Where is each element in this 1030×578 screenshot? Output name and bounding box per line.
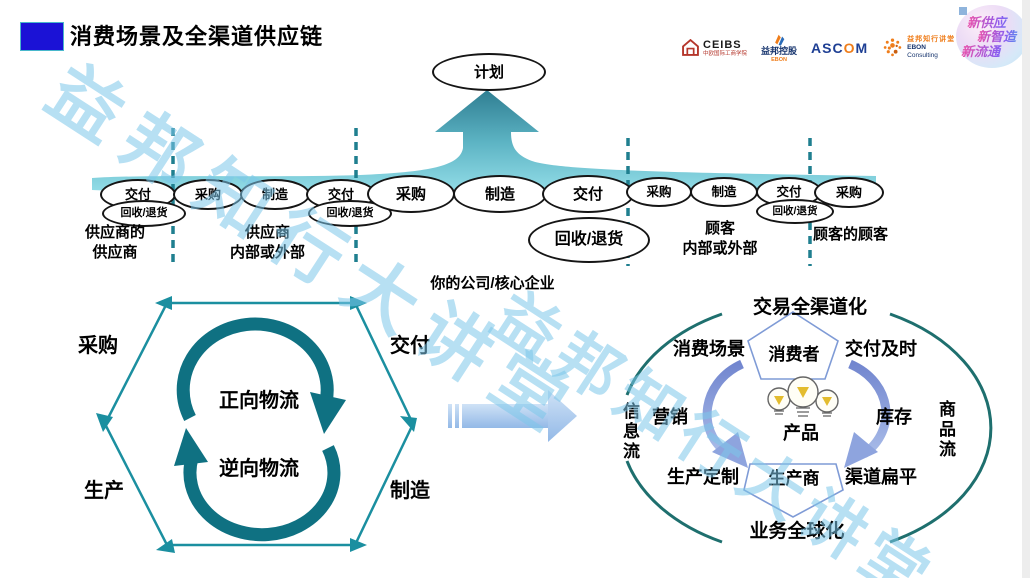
- eco-label-global-business: 业务全球化: [749, 521, 845, 542]
- striped-right-arrow: [448, 390, 577, 442]
- chain-node: 采购: [367, 175, 455, 213]
- right-curved-arrow: [844, 359, 891, 468]
- eco-label-consumption-scene: 消费场景: [673, 339, 745, 359]
- producer-pentagon: [743, 463, 844, 518]
- ebon-consulting-line3: Consulting: [907, 52, 938, 60]
- section-label-customers-customer: 顾客的顾客: [788, 225, 913, 245]
- section-label-line: 供应商: [244, 224, 290, 241]
- ecosystem-ring: [625, 312, 993, 544]
- title-accent-block: [20, 22, 64, 51]
- chain-node: 制造: [453, 175, 547, 213]
- section-label-line: 内部或外部: [682, 240, 758, 258]
- section-label-line: 供应商: [92, 244, 138, 262]
- section-label-line: 内部或外部: [229, 244, 305, 262]
- section-label-supplier: 供应商 内部或外部: [195, 223, 340, 264]
- ebon-consulting-line1: 益邦知行讲堂: [907, 36, 956, 43]
- consumer-pentagon: [747, 311, 839, 380]
- eco-label-timely-delivery: 交付及时: [845, 339, 917, 359]
- plan-up-arrow-shape: [92, 90, 876, 196]
- eco-label-consumer: 消费者: [768, 345, 820, 364]
- section-label-line: 供应商的: [84, 224, 145, 241]
- ebon-holdings-name: 益邦控股: [761, 46, 798, 57]
- badge-line1: 新供应: [967, 16, 1028, 30]
- section-label-customer: 顾客 内部或外部: [650, 219, 790, 260]
- logo-bar: CEIBS 中欧国际工商学院 益邦控股 EBON ASCOM 益邦知行讲堂 EB…: [682, 24, 955, 72]
- ebon-consulting-line2: EBON: [907, 44, 926, 52]
- eco-label-producer: 生产商: [768, 469, 820, 488]
- ceibs-subtitle: 中欧国际工商学院: [703, 51, 748, 58]
- plan-ellipse: 计划: [432, 53, 546, 91]
- badge-line3: 新流通: [961, 44, 1028, 59]
- chain-node: 制造: [690, 177, 758, 207]
- ebon-consulting-globe-icon: [883, 38, 902, 57]
- eco-label-info-flow: 信息流: [620, 402, 639, 462]
- chain-node: 回收/退货: [528, 217, 650, 263]
- logo-ceibs: CEIBS 中欧国际工商学院: [682, 39, 747, 57]
- logistics-cycle-arrows: [174, 317, 346, 542]
- reverse-logistics-label: 逆向物流: [219, 458, 299, 480]
- hexagon-label-procure: 采购: [78, 335, 118, 357]
- logo-ebon-holdings: 益邦控股 EBON: [761, 33, 797, 63]
- logo-expo-badge: 新供应 新智造 新流通: [956, 5, 1028, 68]
- logo-ebon-consulting: 益邦知行讲堂 EBON Consulting: [882, 36, 955, 60]
- ebon-holdings-icon: [774, 34, 784, 46]
- section-label-suppliers-supplier: 供应商的 供应商: [55, 223, 175, 264]
- eco-label-goods-flow: 商品流: [936, 400, 955, 460]
- section-label-line: 顾客: [704, 220, 735, 237]
- section-label-your-company: 你的公司/核心企业: [395, 274, 590, 294]
- section-label-line: 顾客的顾客: [812, 226, 888, 243]
- forward-logistics-label: 正向物流: [219, 390, 299, 412]
- hexagon-label-deliver: 交付: [390, 335, 430, 357]
- left-curved-arrow: [702, 359, 748, 468]
- page-edge-strip: [1022, 0, 1030, 578]
- lightbulbs-icon: [767, 376, 839, 417]
- ascom-post: M: [855, 40, 869, 56]
- eco-label-inventory: 库存: [876, 407, 912, 427]
- ceibs-name: CEIBS: [703, 38, 742, 51]
- chain-node: 采购: [626, 177, 692, 207]
- chain-node: 交付: [542, 175, 634, 213]
- section-label-line: 你的公司/核心企业: [430, 275, 555, 292]
- chain-node: 采购: [173, 179, 243, 210]
- hexagon-label-produce: 生产: [84, 480, 124, 502]
- ebon-holdings-subtitle: EBON: [771, 56, 787, 63]
- hexagon-label-manufacture: 制造: [390, 480, 430, 502]
- eco-label-marketing: 营销: [652, 407, 688, 427]
- chain-node: 回收/退货: [756, 199, 834, 224]
- eco-label-omnichannel-trade: 交易全渠道化: [752, 297, 867, 318]
- eco-label-custom-production: 生产定制: [667, 467, 739, 487]
- page-title: 消费场景及全渠道供应链: [70, 24, 324, 49]
- eco-label-flat-channel: 渠道扁平: [845, 467, 917, 487]
- eco-label-product: 产品: [783, 423, 819, 443]
- ascom-o: O: [843, 40, 856, 56]
- chain-node: 制造: [240, 179, 310, 210]
- badge-line2: 新智造: [977, 30, 1028, 44]
- chain-node: 回收/退货: [102, 200, 186, 227]
- ascom-pre: ASC: [811, 40, 844, 56]
- ceibs-house-icon: [682, 39, 699, 57]
- logo-ascom: ASCOM: [811, 40, 868, 56]
- hexagon-outline: [96, 296, 417, 553]
- badge-corner-chip: [959, 7, 967, 15]
- chain-node: 采购: [814, 177, 884, 208]
